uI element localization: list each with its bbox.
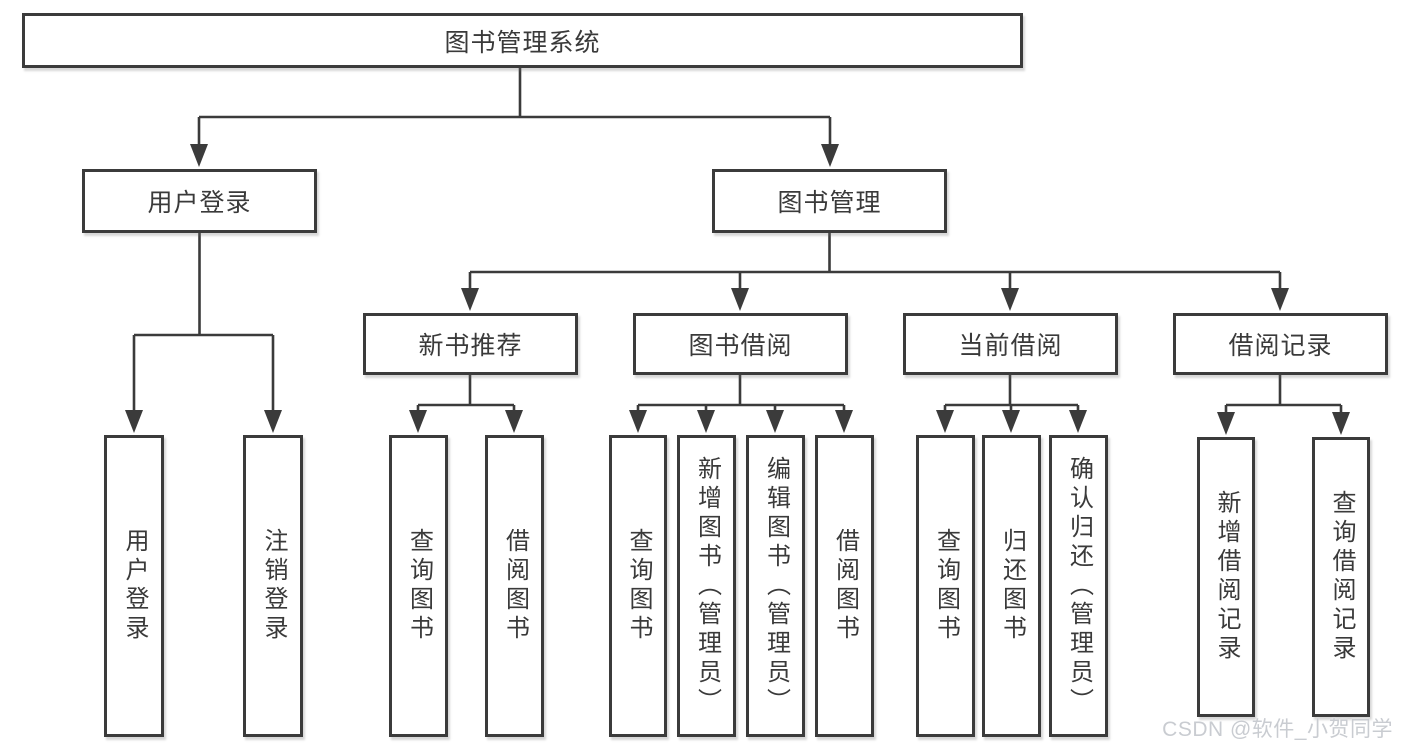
arrowhead-icon bbox=[1271, 288, 1289, 311]
arrowhead-icon bbox=[1001, 288, 1019, 311]
arrowhead-icon bbox=[1217, 412, 1235, 435]
arrowhead-icon bbox=[629, 410, 647, 433]
leaf-logout: 注销登录 bbox=[243, 435, 303, 737]
arrowhead-icon bbox=[766, 410, 784, 433]
arrowhead-icon bbox=[190, 144, 208, 167]
node-book-borrowing: 图书借阅 bbox=[633, 313, 848, 375]
arrowhead-icon bbox=[731, 288, 749, 311]
node-borrowing-records: 借阅记录 bbox=[1173, 313, 1388, 375]
leaf-user-login: 用户登录 bbox=[104, 435, 164, 737]
arrowhead-icon bbox=[264, 410, 282, 433]
leaf-query-books-current: 查询图书 bbox=[916, 435, 975, 737]
arrowhead-icon bbox=[697, 410, 715, 433]
node-book-management: 图书管理 bbox=[712, 169, 947, 233]
arrowhead-icon bbox=[835, 410, 853, 433]
arrowhead-icon bbox=[505, 410, 523, 433]
leaf-query-borrow-record: 查询借阅记录 bbox=[1312, 437, 1370, 717]
arrowhead-icon bbox=[821, 144, 839, 167]
node-user-login: 用户登录 bbox=[82, 169, 317, 233]
node-book-system: 图书管理系统 bbox=[22, 13, 1023, 68]
node-new-book-recommendation: 新书推荐 bbox=[363, 313, 578, 375]
leaf-confirm-return-admin: 确认归还（管理员） bbox=[1049, 435, 1108, 737]
leaf-borrow-books: 借阅图书 bbox=[815, 435, 874, 737]
leaf-return-books: 归还图书 bbox=[982, 435, 1041, 737]
arrowhead-icon bbox=[1069, 410, 1087, 433]
leaf-query-books-recommend: 查询图书 bbox=[389, 435, 448, 737]
csdn-watermark: CSDN @软件_小贺同学 bbox=[1162, 718, 1393, 741]
leaf-add-book-admin: 新增图书（管理员） bbox=[677, 435, 736, 737]
arrowhead-icon bbox=[409, 410, 427, 433]
node-current-borrowing: 当前借阅 bbox=[903, 313, 1118, 375]
leaf-edit-book-admin: 编辑图书（管理员） bbox=[746, 435, 805, 737]
leaf-borrow-books-recommend: 借阅图书 bbox=[485, 435, 544, 737]
arrowhead-icon bbox=[1002, 410, 1020, 433]
arrowhead-icon bbox=[125, 410, 143, 433]
arrowhead-icon bbox=[936, 410, 954, 433]
arrowhead-icon bbox=[1332, 412, 1350, 435]
leaf-query-books-borrow: 查询图书 bbox=[609, 435, 667, 737]
arrowhead-icon bbox=[461, 288, 479, 311]
leaf-add-borrow-record: 新增借阅记录 bbox=[1197, 437, 1255, 717]
